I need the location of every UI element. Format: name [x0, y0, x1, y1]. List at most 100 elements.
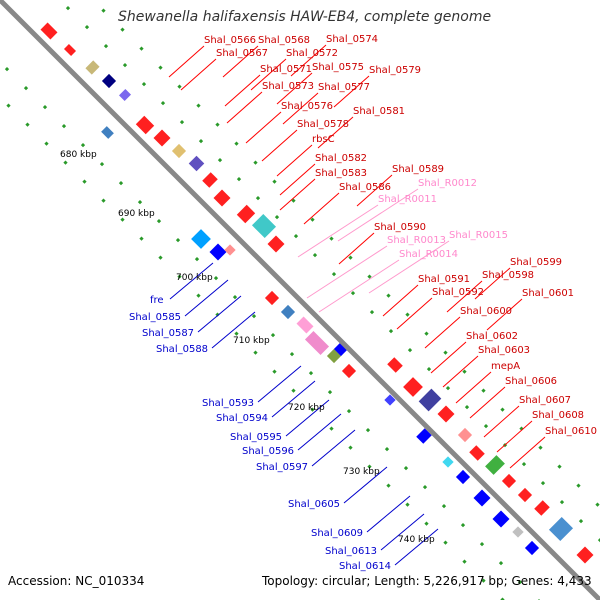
red-gene-label[interactable]: Shal_0601	[522, 288, 574, 299]
red-gene-label[interactable]: Shal_0578	[297, 119, 349, 130]
red-gene-label[interactable]: Shal_0610	[545, 426, 597, 437]
blue-leader-line	[380, 513, 425, 551]
gene-feature[interactable]	[236, 204, 256, 224]
tick-mark	[253, 160, 258, 165]
gene-feature[interactable]	[224, 244, 236, 256]
blue-gene-label[interactable]: Shal_0605	[288, 499, 340, 510]
blue-gene-label[interactable]: Shal_0587	[142, 328, 194, 339]
red-gene-label[interactable]: Shal_0567	[216, 48, 268, 59]
tick-mark	[367, 464, 372, 469]
red-gene-label[interactable]: Shal_0573	[262, 81, 314, 92]
gene-feature[interactable]	[485, 455, 505, 475]
blue-gene-label[interactable]: Shal_0593	[202, 398, 254, 409]
blue-gene-label[interactable]: Shal_0614	[339, 561, 391, 572]
red-gene-label[interactable]: Shal_0579	[369, 65, 421, 76]
gene-feature[interactable]	[457, 427, 473, 443]
gene-feature[interactable]	[101, 73, 117, 89]
red-gene-label[interactable]: Shal_0590	[374, 222, 426, 233]
blue-gene-label[interactable]: fre	[150, 295, 164, 306]
red-leader-line	[430, 341, 467, 374]
tick-mark	[329, 426, 334, 431]
blue-gene-label[interactable]: Shal_0585	[129, 312, 181, 323]
gene-feature[interactable]	[473, 489, 491, 507]
blue-gene-label[interactable]: Shal_0588	[156, 344, 208, 355]
red-gene-label[interactable]: Shal_0582	[315, 153, 367, 164]
gene-feature[interactable]	[135, 115, 155, 135]
gene-feature[interactable]	[534, 500, 550, 516]
rna-gene-label[interactable]: Shal_R0015	[449, 230, 508, 241]
gene-feature[interactable]	[191, 229, 211, 249]
red-gene-label[interactable]: Shal_0571	[260, 64, 312, 75]
gene-feature[interactable]	[153, 129, 171, 147]
red-gene-label[interactable]: Shal_0608	[532, 410, 584, 421]
rna-gene-label[interactable]: Shal_R0012	[418, 178, 477, 189]
red-gene-label[interactable]: Shal_0589	[392, 164, 444, 175]
red-gene-label[interactable]: Shal_0606	[505, 376, 557, 387]
red-gene-label[interactable]: Shal_0572	[286, 48, 338, 59]
gene-feature[interactable]	[341, 363, 357, 379]
gene-feature[interactable]	[304, 330, 330, 356]
red-gene-label[interactable]: Shal_0575	[312, 62, 364, 73]
gene-feature[interactable]	[387, 357, 403, 373]
red-gene-label[interactable]: Shal_0592	[432, 287, 484, 298]
gene-feature[interactable]	[548, 516, 574, 542]
gene-feature[interactable]	[85, 60, 100, 75]
red-gene-label[interactable]: Shal_0598	[482, 270, 534, 281]
gene-feature[interactable]	[517, 487, 533, 503]
gene-feature[interactable]	[213, 189, 231, 207]
gene-feature[interactable]	[118, 88, 132, 102]
gene-feature[interactable]	[437, 405, 455, 423]
red-gene-label[interactable]: Shal_0599	[510, 257, 562, 268]
blue-leader-line	[297, 413, 342, 451]
red-gene-label[interactable]: Shal_0577	[318, 82, 370, 93]
gene-feature[interactable]	[280, 304, 296, 320]
blue-gene-label[interactable]: Shal_0609	[311, 528, 363, 539]
red-gene-label[interactable]: Shal_0581	[353, 106, 405, 117]
gene-feature[interactable]	[418, 388, 442, 412]
gene-feature[interactable]	[501, 473, 517, 489]
gene-feature[interactable]	[296, 316, 314, 334]
blue-gene-label[interactable]: Shal_0597	[256, 462, 308, 473]
rna-gene-label[interactable]: Shal_R0014	[399, 249, 458, 260]
red-gene-label[interactable]: Shal_0591	[418, 274, 470, 285]
gene-feature[interactable]	[171, 143, 187, 159]
gene-feature[interactable]	[442, 456, 454, 468]
gene-feature[interactable]	[403, 377, 423, 397]
gene-feature[interactable]	[63, 43, 77, 57]
red-gene-label[interactable]: Shal_0586	[339, 182, 391, 193]
gene-feature[interactable]	[267, 235, 285, 253]
gene-feature[interactable]	[469, 445, 485, 461]
gene-feature[interactable]	[455, 469, 471, 485]
gene-feature[interactable]	[40, 22, 58, 40]
gene-feature[interactable]	[209, 243, 227, 261]
red-gene-label[interactable]: Shal_0566	[204, 35, 256, 46]
red-gene-label[interactable]: Shal_0602	[466, 331, 518, 342]
blue-gene-label[interactable]: Shal_0595	[230, 432, 282, 443]
gene-feature[interactable]	[101, 126, 114, 139]
gene-feature[interactable]	[384, 394, 396, 406]
red-gene-label[interactable]: mepA	[491, 361, 520, 372]
gene-feature[interactable]	[492, 510, 510, 528]
rna-gene-label[interactable]: Shal_R0013	[387, 235, 446, 246]
gene-feature[interactable]	[251, 213, 277, 239]
gene-feature[interactable]	[576, 546, 594, 564]
red-gene-label[interactable]: Shal_0600	[460, 306, 512, 317]
gene-feature[interactable]	[512, 526, 524, 538]
red-gene-label[interactable]: Shal_0603	[478, 345, 530, 356]
red-gene-label[interactable]: rbsC	[312, 134, 335, 145]
gene-feature[interactable]	[264, 290, 280, 306]
gene-feature[interactable]	[416, 428, 432, 444]
red-gene-label[interactable]: Shal_0568	[258, 35, 310, 46]
blue-gene-label[interactable]: Shal_0596	[242, 446, 294, 457]
rna-gene-label[interactable]: Shal_R0011	[378, 194, 437, 205]
red-gene-label[interactable]: Shal_0607	[519, 395, 571, 406]
gene-feature[interactable]	[202, 172, 218, 188]
gene-feature[interactable]	[524, 540, 540, 556]
blue-gene-label[interactable]: Shal_0613	[325, 546, 377, 557]
blue-gene-label[interactable]: Shal_0594	[216, 413, 268, 424]
red-gene-label[interactable]: Shal_0576	[281, 101, 333, 112]
red-gene-label[interactable]: Shal_0574	[326, 34, 378, 45]
red-gene-label[interactable]: Shal_0583	[315, 168, 367, 179]
tick-mark	[6, 103, 11, 108]
gene-feature[interactable]	[188, 155, 205, 172]
